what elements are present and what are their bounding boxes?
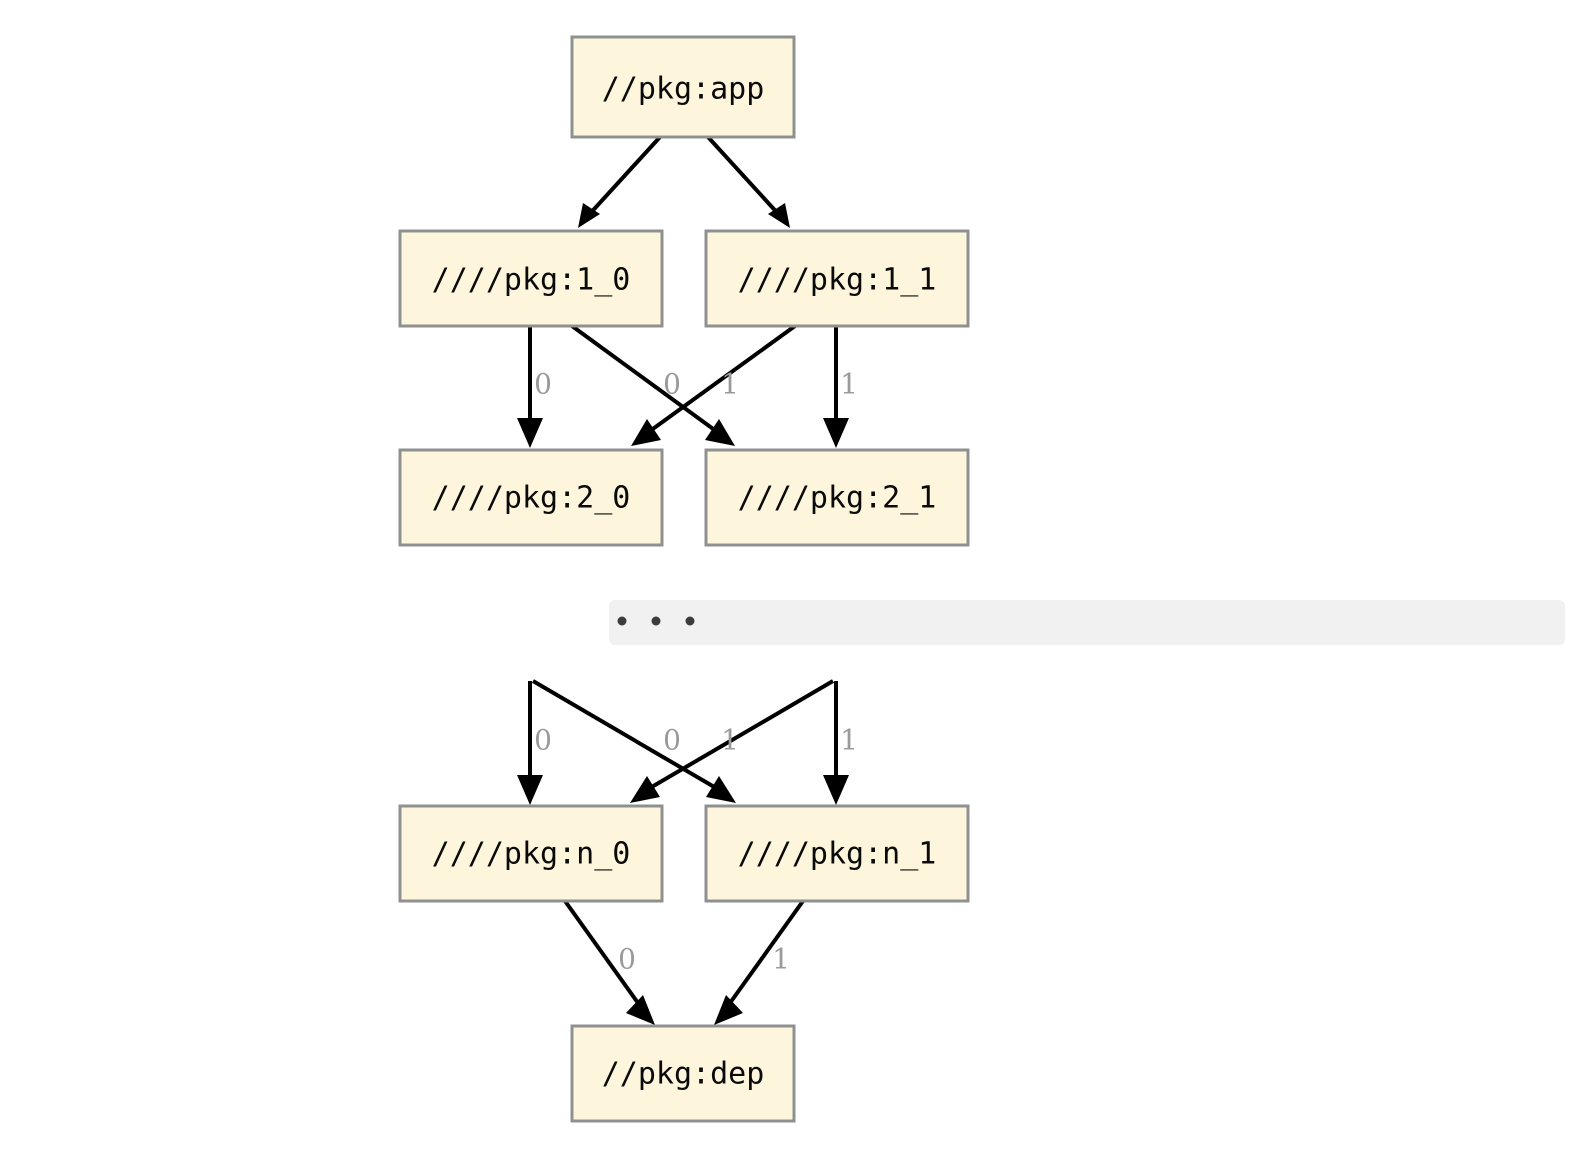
edge-app-to-1_0 xyxy=(578,135,662,228)
edge-label: 1 xyxy=(840,724,858,757)
edge-label: 1 xyxy=(772,943,790,976)
node-pkg-n_1[interactable]: ////pkg:n_1 xyxy=(704,804,970,903)
edge-label: 1 xyxy=(721,724,739,757)
edge-1_0-to-2_1: 0 xyxy=(570,324,735,446)
node-label: ////pkg:1_1 xyxy=(738,263,937,298)
node-label: ////pkg:2_0 xyxy=(432,481,631,516)
edge-label: 0 xyxy=(618,943,636,976)
edge-app-to-1_1 xyxy=(706,135,790,228)
edge-1_1-to-2_1: 1 xyxy=(823,326,858,448)
edge-label: 1 xyxy=(840,368,858,401)
node-pkg-app[interactable]: //pkg:app xyxy=(570,35,796,139)
node-pkg-2_1[interactable]: ////pkg:2_1 xyxy=(704,448,970,547)
edge-omitted-to-n_1: 1 xyxy=(823,681,858,805)
edge-label: 0 xyxy=(534,368,552,401)
edge-omitted-to-n_0: 0 xyxy=(517,681,552,805)
ellipsis-section[interactable] xyxy=(609,600,1565,645)
edge-n_1-to-dep: 1 xyxy=(714,899,805,1025)
node-pkg-1_1[interactable]: ////pkg:1_1 xyxy=(704,229,970,328)
edge-label: 0 xyxy=(663,368,681,401)
node-layer: //pkg:app ////pkg:1_0 ////pkg:1_1 ////pk… xyxy=(398,35,970,1123)
ellipsis-dot xyxy=(651,616,661,626)
node-pkg-dep[interactable]: //pkg:dep xyxy=(570,1024,796,1123)
node-label: ////pkg:n_1 xyxy=(738,837,937,872)
node-pkg-n_0[interactable]: ////pkg:n_0 xyxy=(398,804,664,903)
edge-label: 1 xyxy=(721,368,739,401)
node-pkg-2_0[interactable]: ////pkg:2_0 xyxy=(398,448,664,547)
edge-omitted-to-n_1-cross: 0 xyxy=(531,679,736,803)
edge-1_0-to-2_0: 0 xyxy=(517,326,552,448)
edge-label: 0 xyxy=(534,724,552,757)
edge-n_0-to-dep: 0 xyxy=(563,899,655,1025)
node-label: //pkg:dep xyxy=(602,1057,765,1092)
edge-layer: 0 0 1 1 0 xyxy=(517,135,858,1025)
node-label: ////pkg:2_1 xyxy=(738,481,937,516)
node-pkg-1_0[interactable]: ////pkg:1_0 xyxy=(398,229,664,328)
node-label: ////pkg:1_0 xyxy=(432,263,631,298)
node-label: //pkg:app xyxy=(602,72,765,107)
edge-omitted-to-n_0-cross: 1 xyxy=(630,679,835,803)
node-label: ////pkg:n_0 xyxy=(432,837,631,872)
ellipsis-dot xyxy=(685,616,695,626)
ellipsis-dot xyxy=(617,616,627,626)
edge-1_1-to-2_0: 1 xyxy=(631,324,797,446)
edge-label: 0 xyxy=(663,724,681,757)
